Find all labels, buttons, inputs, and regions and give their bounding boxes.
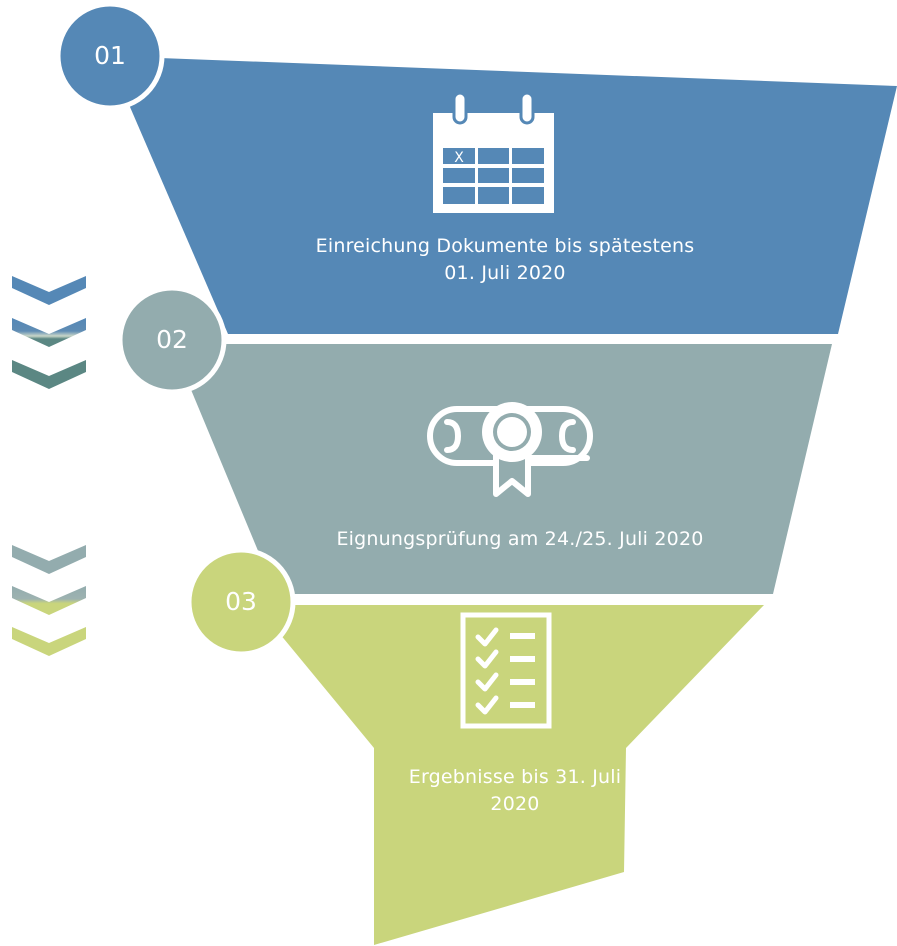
- step-1-number-badge: [55, 1, 165, 111]
- calendar-icon: X: [433, 91, 554, 213]
- chevron-stack-1: [12, 276, 86, 389]
- chevron-down-icon: [12, 627, 86, 656]
- chevron-stack-2: [12, 545, 86, 656]
- chevron-down-icon: [12, 586, 86, 615]
- step-3-label: Ergebnisse bis 31. Juli 2020: [408, 766, 622, 815]
- chevron-down-icon: [12, 276, 86, 305]
- checklist-icon: [460, 612, 552, 729]
- chevron-down-icon: [12, 318, 86, 347]
- step-2-label: Eignungsprüfung am 24./25. Juli 2020: [336, 528, 704, 550]
- step-3-number-badge: [186, 547, 296, 657]
- step-1-number: 01: [94, 41, 126, 70]
- step-1-label: Einreichung Dokumente bis spätestens 01.…: [315, 235, 695, 284]
- diploma-scroll-icon: [427, 402, 593, 497]
- step-3-number: 03: [225, 587, 257, 616]
- chevron-down-icon: [12, 545, 86, 574]
- step-2-number-badge: [117, 285, 227, 395]
- step-2-number: 02: [156, 325, 188, 354]
- calendar-mark: X: [454, 150, 464, 166]
- step-3-band: [256, 605, 764, 945]
- chevron-down-icon: [12, 360, 86, 389]
